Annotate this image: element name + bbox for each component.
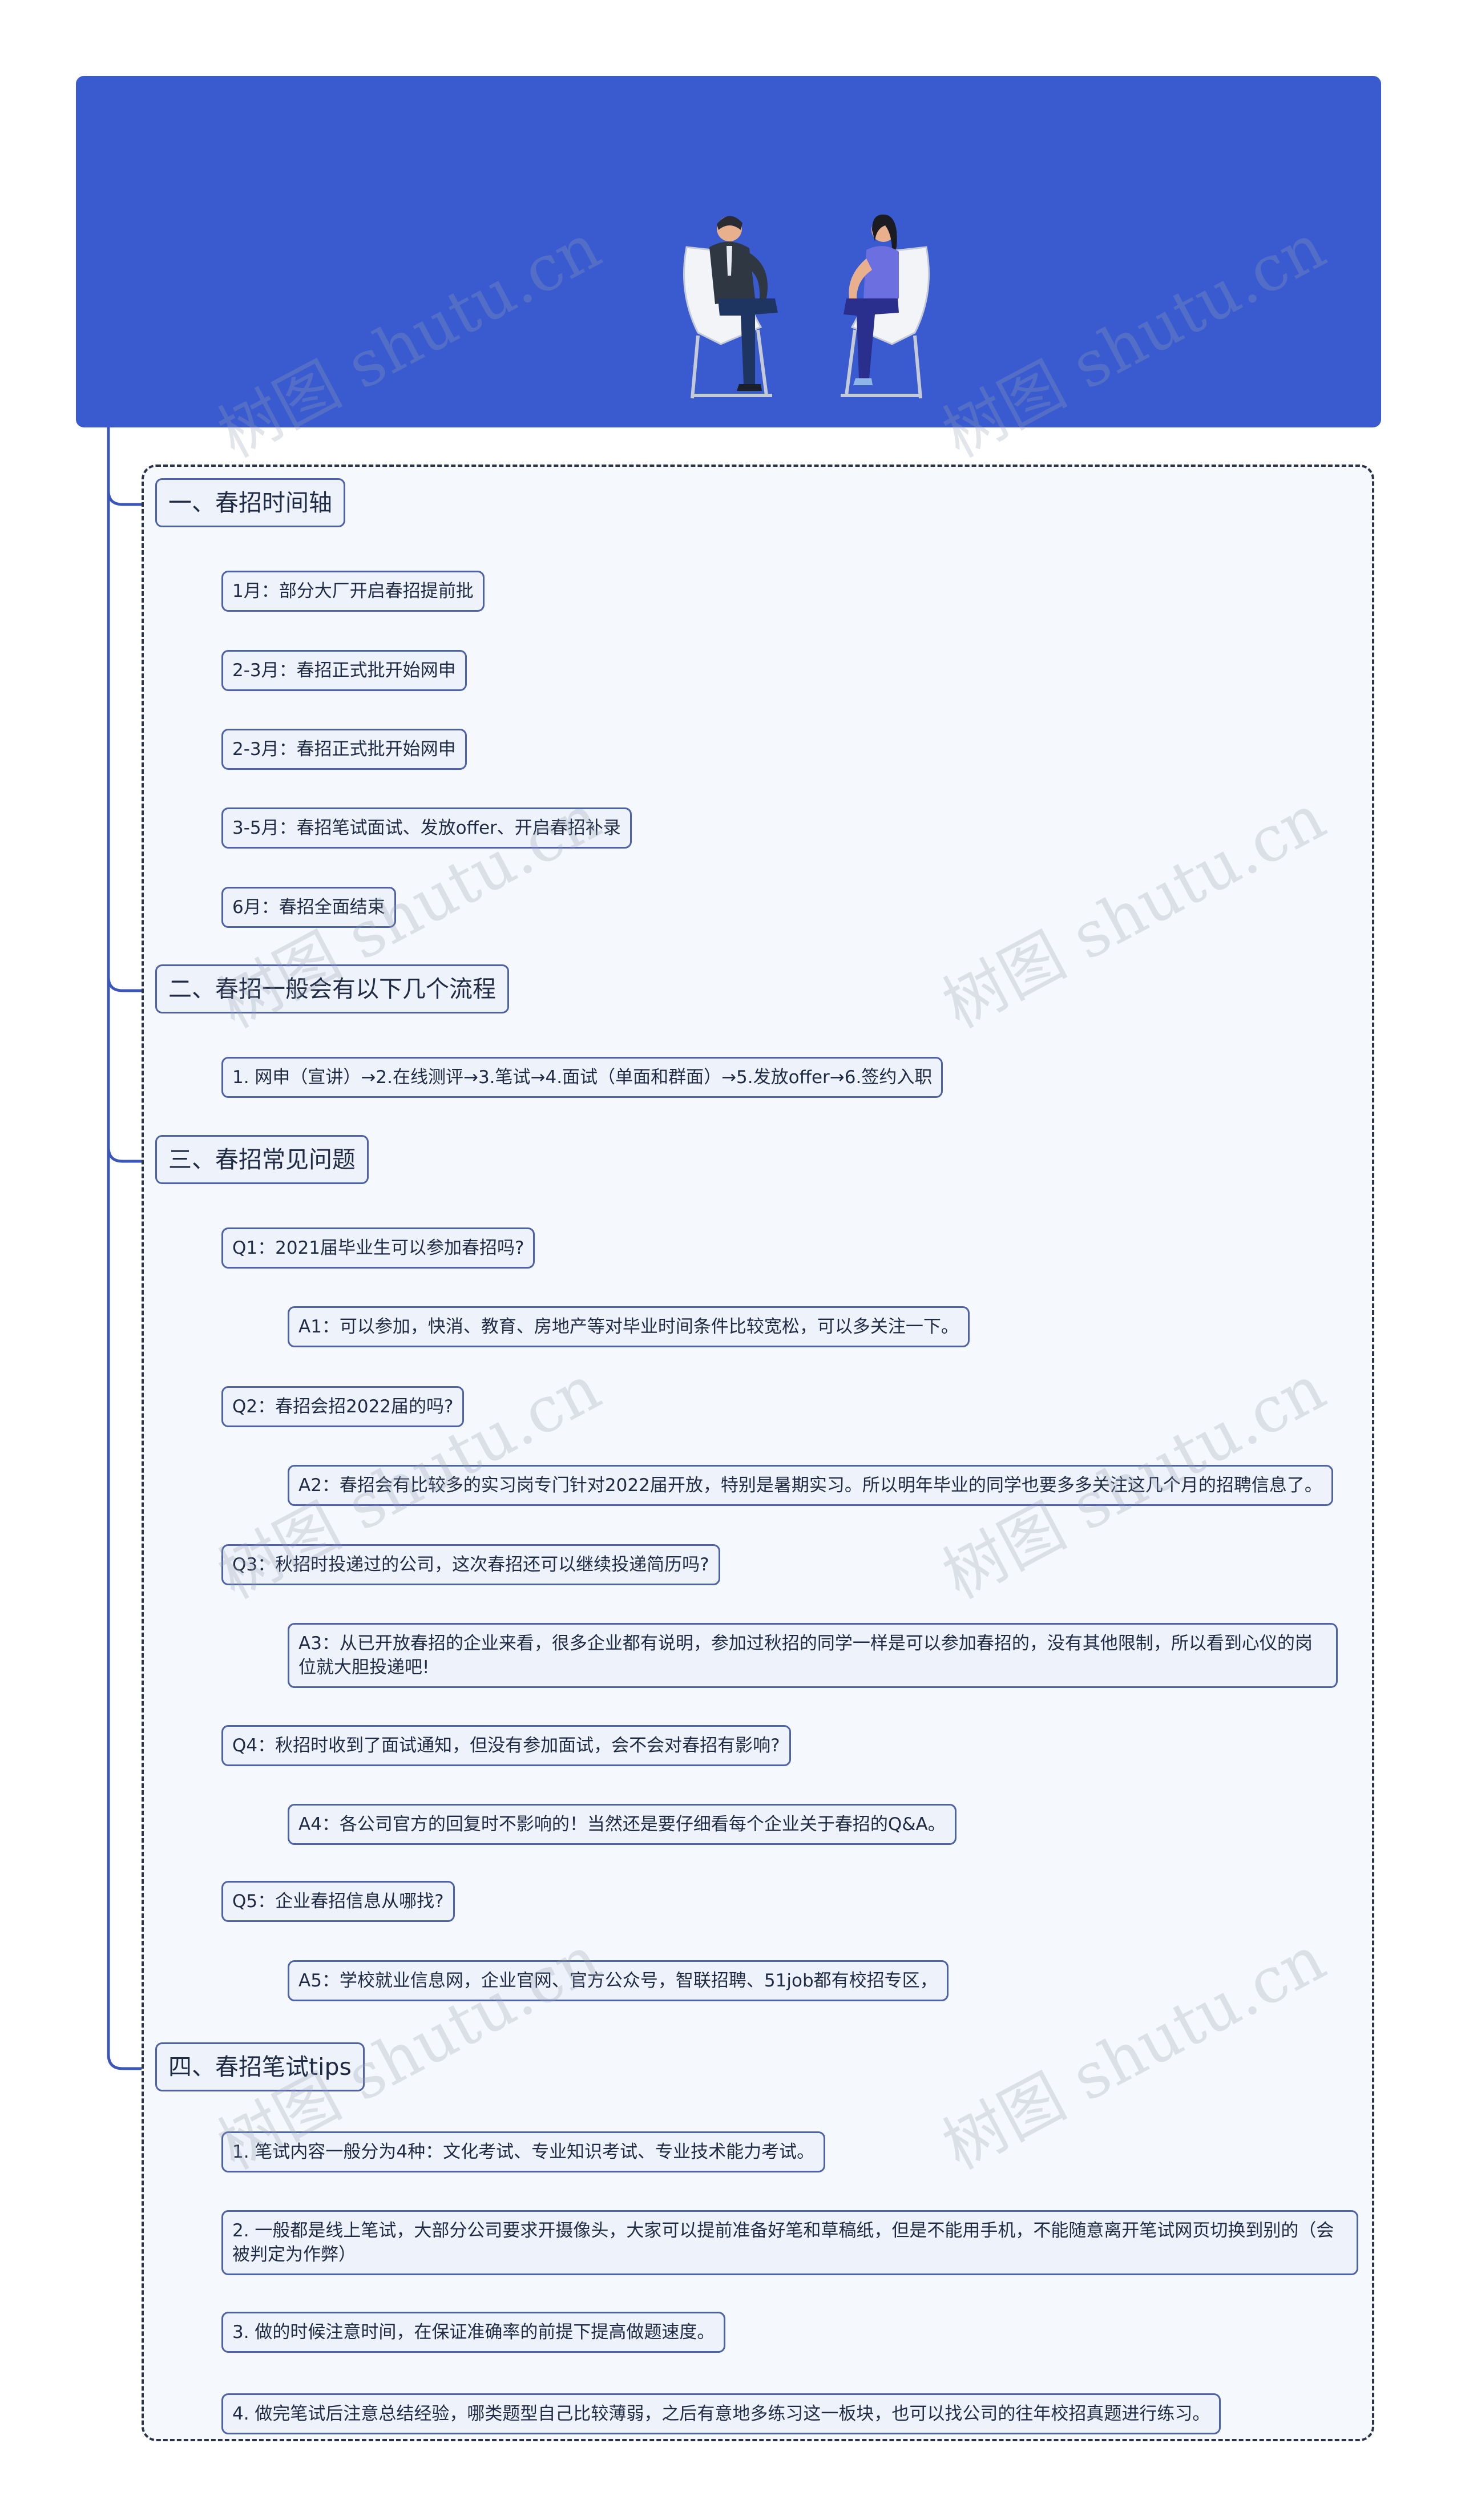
header-banner: 春招知识科普 — [76, 76, 1381, 478]
interview-illustration — [683, 215, 930, 399]
timeline-item-mar-may[interactable]: 3-5月：春招笔试面试、发放offer、开启春招补录 — [221, 807, 632, 849]
faq-answer[interactable]: A4：各公司官方的回复时不影响的！当然还是要仔细看每个企业关于春招的Q&A。 — [288, 1804, 956, 1845]
tip-item[interactable]: 1. 笔试内容一般分为4种：文化考试、专业知识考试、专业技术能力考试。 — [221, 2131, 826, 2172]
faq-question[interactable]: Q4：秋招时收到了面试通知，但没有参加面试，会不会对春招有影响? — [221, 1725, 791, 1766]
section-timeline[interactable]: 一、春招时间轴 — [155, 478, 345, 527]
faq-answer[interactable]: A3：从已开放春招的企业来看，很多企业都有说明，参加过秋招的同学一样是可以参加春… — [288, 1623, 1338, 1688]
tip-item[interactable]: 4. 做完笔试后注意总结经验，哪类题型自己比较薄弱，之后有意地多练习这一板块，也… — [221, 2393, 1221, 2434]
faq-question[interactable]: Q3：秋招时投递过的公司，这次春招还可以继续投递简历吗? — [221, 1544, 720, 1585]
timeline-item-feb-mar[interactable]: 2-3月：春招正式批开始网申 — [221, 650, 467, 691]
timeline-item-jun[interactable]: 6月：春招全面结束 — [221, 887, 396, 928]
timeline-item-jan[interactable]: 1月：部分大厂开启春招提前批 — [221, 571, 485, 612]
section-faq[interactable]: 三、春招常见问题 — [155, 1135, 369, 1184]
faq-answer[interactable]: A1：可以参加，快消、教育、房地产等对毕业时间条件比较宽松，可以多关注一下。 — [288, 1306, 970, 1347]
content-panel — [142, 465, 1374, 2441]
tip-item[interactable]: 3. 做的时候注意时间，在保证准确率的前提下提高做题速度。 — [221, 2312, 726, 2353]
faq-question[interactable]: Q1：2021届毕业生可以参加春招吗? — [221, 1227, 535, 1269]
tip-item[interactable]: 2. 一般都是线上笔试，大部分公司要求开摄像头，大家可以提前准备好笔和草稿纸，但… — [221, 2210, 1358, 2275]
faq-answer[interactable]: A2：春招会有比较多的实习岗专门针对2022届开放，特别是暑期实习。所以明年毕业… — [288, 1465, 1333, 1506]
faq-question[interactable]: Q5：企业春招信息从哪找? — [221, 1881, 455, 1922]
timeline-item-feb-mar-2[interactable]: 2-3月：春招正式批开始网申 — [221, 729, 467, 770]
section-process[interactable]: 二、春招一般会有以下几个流程 — [155, 964, 509, 1013]
process-steps[interactable]: 1. 网申（宣讲）→2.在线测评→3.笔试→4.面试（单面和群面）→5.发放of… — [221, 1057, 943, 1098]
section-exam-tips[interactable]: 四、春招笔试tips — [155, 2042, 365, 2091]
faq-answer[interactable]: A5：学校就业信息网，企业官网、官方公众号，智联招聘、51job都有校招专区， — [288, 1960, 949, 2001]
faq-question[interactable]: Q2：春招会招2022届的吗? — [221, 1386, 465, 1427]
